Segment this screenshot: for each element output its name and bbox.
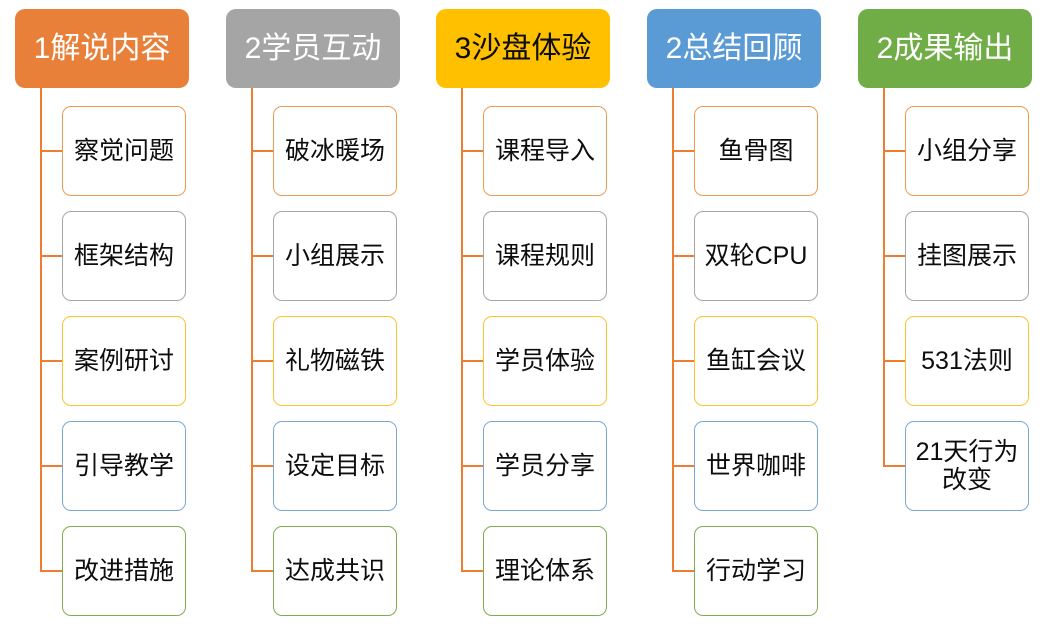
- connector-stub: [461, 465, 483, 467]
- child-node[interactable]: 鱼骨图: [694, 106, 818, 196]
- child-node-label: 学员分享: [494, 452, 595, 480]
- connector-stub: [672, 570, 694, 572]
- child-node-label: 小组展示: [284, 242, 385, 270]
- child-node[interactable]: 设定目标: [273, 421, 397, 511]
- connector-stub: [40, 570, 62, 572]
- child-node-label: 21天行为改变: [915, 438, 1019, 494]
- child-node[interactable]: 框架结构: [62, 211, 186, 301]
- child-node-label: 设定目标: [284, 452, 385, 480]
- child-node[interactable]: 学员体验: [483, 316, 607, 406]
- child-node[interactable]: 小组分享: [905, 106, 1029, 196]
- connector-stub: [40, 360, 62, 362]
- child-node-label: 世界咖啡: [705, 452, 806, 480]
- child-node-label: 学员体验: [494, 347, 595, 375]
- child-node-label: 引导教学: [73, 452, 174, 480]
- child-node[interactable]: 理论体系: [483, 526, 607, 616]
- column-col-sandtable: 3沙盘体验课程导入课程规则学员体验学员分享理论体系: [425, 0, 625, 629]
- child-node[interactable]: 察觉问题: [62, 106, 186, 196]
- connector-spine: [883, 88, 885, 466]
- header-label: 3沙盘体验: [454, 31, 592, 65]
- connector-stub: [672, 465, 694, 467]
- child-node[interactable]: 531法则: [905, 316, 1029, 406]
- child-node[interactable]: 礼物磁铁: [273, 316, 397, 406]
- child-node-label: 察觉问题: [73, 137, 174, 165]
- header-node-col-review[interactable]: 2总结回顾: [647, 9, 821, 88]
- connector-stub: [251, 465, 273, 467]
- connector-stub: [672, 360, 694, 362]
- header-label: 1解说内容: [33, 31, 171, 65]
- child-node-label: 框架结构: [73, 242, 174, 270]
- child-node[interactable]: 课程导入: [483, 106, 607, 196]
- header-node-col-interaction[interactable]: 2学员互动: [226, 9, 400, 88]
- connector-stub: [251, 150, 273, 152]
- connector-stub: [672, 255, 694, 257]
- child-node[interactable]: 学员分享: [483, 421, 607, 511]
- child-node-label: 课程导入: [494, 137, 595, 165]
- connector-spine: [672, 88, 674, 571]
- column-col-output: 2成果输出小组分享挂图展示 531法则 21天行为改变: [847, 0, 1047, 629]
- connector-spine: [251, 88, 253, 571]
- child-node[interactable]: 引导教学: [62, 421, 186, 511]
- child-node[interactable]: 达成共识: [273, 526, 397, 616]
- connector-spine: [461, 88, 463, 571]
- child-node-label: 达成共识: [284, 557, 385, 585]
- connector-stub: [461, 570, 483, 572]
- child-node-label: 鱼缸会议: [705, 347, 806, 375]
- connector-stub: [251, 570, 273, 572]
- header-label: 2成果输出: [876, 31, 1014, 65]
- header-node-col-sandtable[interactable]: 3沙盘体验: [436, 9, 610, 88]
- child-node-label: 礼物磁铁: [284, 347, 385, 375]
- child-node[interactable]: 行动学习: [694, 526, 818, 616]
- child-node[interactable]: 鱼缸会议: [694, 316, 818, 406]
- child-node[interactable]: 小组展示: [273, 211, 397, 301]
- child-node[interactable]: 21天行为改变: [905, 421, 1029, 511]
- child-node-label: 案例研讨: [73, 347, 174, 375]
- connector-stub: [672, 150, 694, 152]
- connector-stub: [883, 465, 905, 467]
- header-label: 2学员互动: [244, 31, 382, 65]
- connector-stub: [251, 360, 273, 362]
- child-node-label: 改进措施: [73, 557, 174, 585]
- child-node[interactable]: 改进措施: [62, 526, 186, 616]
- column-col-explain: 1解说内容察觉问题框架结构案例研讨引导教学改进措施: [4, 0, 204, 629]
- child-node-label: 小组分享: [916, 137, 1017, 165]
- connector-stub: [40, 150, 62, 152]
- column-col-review: 2总结回顾鱼骨图双轮CPU 鱼缸会议世界咖啡行动学习: [636, 0, 836, 629]
- header-node-col-output[interactable]: 2成果输出: [858, 9, 1032, 88]
- header-label: 2总结回顾: [665, 31, 803, 65]
- child-node-label: 531法则: [921, 347, 1013, 375]
- connector-stub: [40, 255, 62, 257]
- connector-stub: [883, 255, 905, 257]
- child-node[interactable]: 案例研讨: [62, 316, 186, 406]
- connector-stub: [883, 360, 905, 362]
- connector-stub: [461, 255, 483, 257]
- column-col-interaction: 2学员互动破冰暖场小组展示礼物磁铁设定目标达成共识: [215, 0, 415, 629]
- connector-stub: [40, 465, 62, 467]
- child-node-label: 行动学习: [705, 557, 806, 585]
- connector-stub: [461, 360, 483, 362]
- connector-spine: [40, 88, 42, 571]
- child-node-label: 双轮CPU: [704, 242, 808, 270]
- child-node[interactable]: 课程规则: [483, 211, 607, 301]
- connector-stub: [461, 150, 483, 152]
- child-node[interactable]: 双轮CPU: [694, 211, 818, 301]
- header-node-col-explain[interactable]: 1解说内容: [15, 9, 189, 88]
- child-node-label: 鱼骨图: [718, 137, 794, 165]
- connector-stub: [251, 255, 273, 257]
- child-node[interactable]: 破冰暖场: [273, 106, 397, 196]
- child-node-label: 挂图展示: [916, 242, 1017, 270]
- child-node-label: 课程规则: [494, 242, 595, 270]
- connector-stub: [883, 150, 905, 152]
- child-node[interactable]: 挂图展示: [905, 211, 1029, 301]
- child-node-label: 理论体系: [494, 557, 595, 585]
- child-node-label: 破冰暖场: [284, 137, 385, 165]
- child-node[interactable]: 世界咖啡: [694, 421, 818, 511]
